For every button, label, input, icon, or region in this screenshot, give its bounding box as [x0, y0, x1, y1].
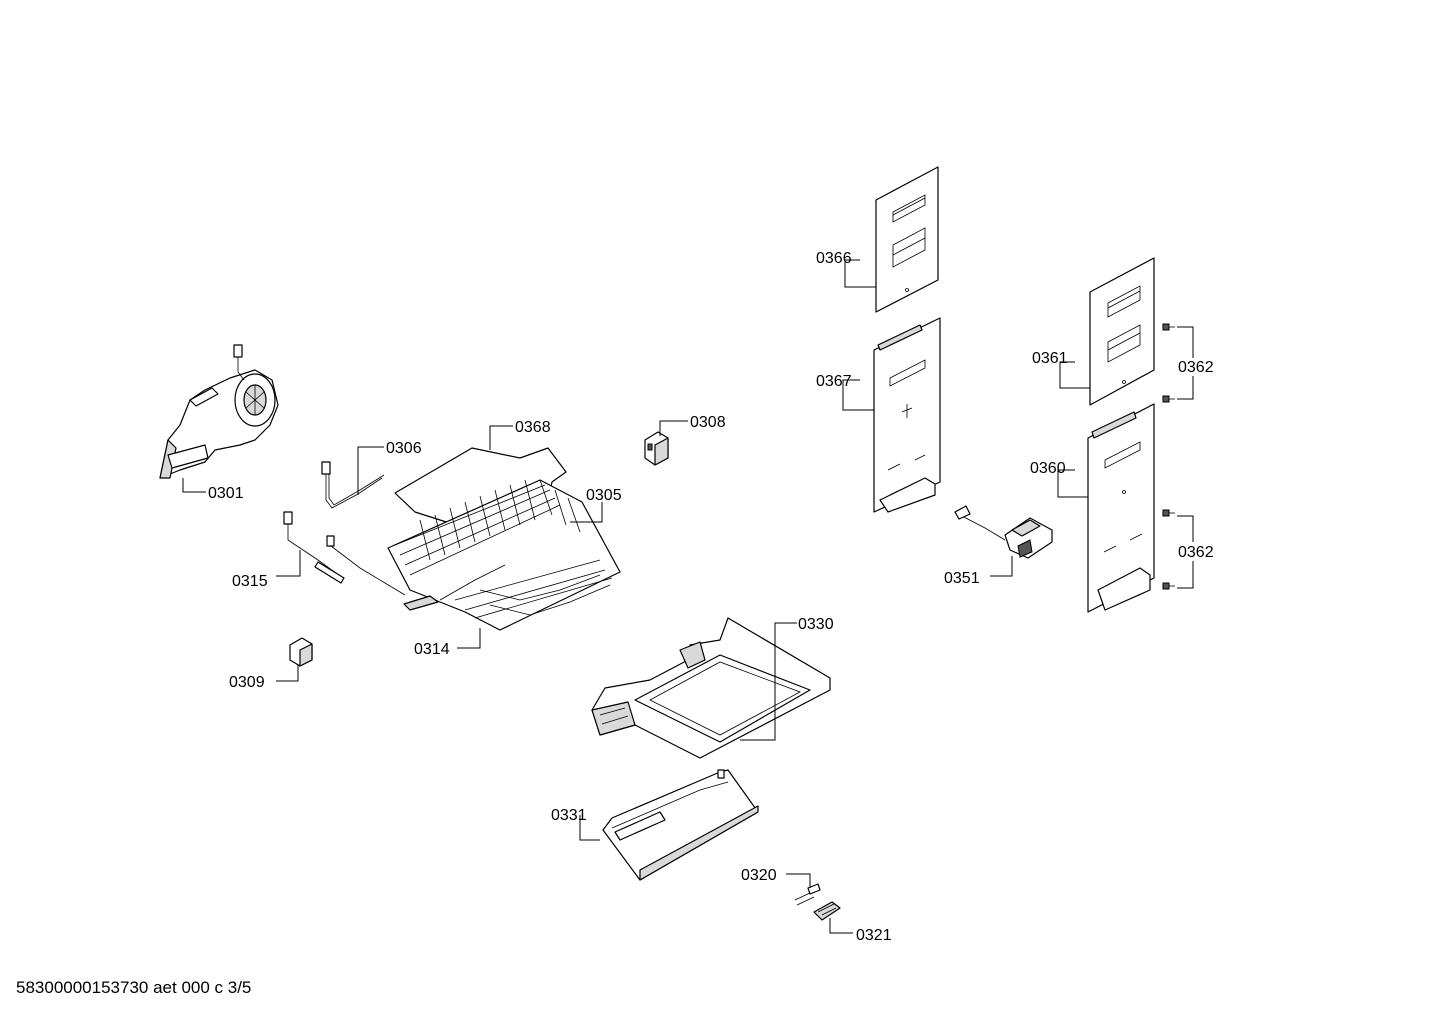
part-0308-connector: [644, 431, 669, 466]
label-0308: 0308: [690, 414, 726, 431]
part-0351-damper: [954, 505, 1053, 559]
label-0330: 0330: [798, 616, 834, 633]
label-0320: 0320: [741, 867, 777, 884]
label-0306: 0306: [386, 440, 422, 457]
label-0351: 0351: [944, 570, 980, 587]
part-0361-upper-panel: [1089, 257, 1155, 406]
part-0305-evaporator: [387, 479, 621, 631]
part-0321-cap: [813, 901, 841, 921]
screw-top-1: [1162, 323, 1175, 331]
label-0360: 0360: [1030, 460, 1066, 477]
screw-bottom-1: [1162, 509, 1175, 517]
label-0301: 0301: [208, 485, 244, 502]
part-0366-upper-panel: [875, 166, 939, 313]
label-0367: 0367: [816, 373, 852, 390]
screw-bottom-2: [1162, 582, 1175, 590]
label-0362-top: 0362: [1178, 359, 1214, 376]
part-0367-lower-panel: [873, 317, 941, 513]
part-0320-clip: [794, 883, 821, 906]
label-0331: 0331: [551, 807, 587, 824]
label-0305: 0305: [586, 487, 622, 504]
part-0362-screws: [1162, 323, 1175, 590]
document-id: 58300000153730 aet 000 c 3/5: [16, 978, 252, 997]
part-0331-drip-channel: [602, 769, 759, 881]
label-0321: 0321: [856, 927, 892, 944]
label-0314: 0314: [414, 641, 450, 658]
label-0309: 0309: [229, 674, 265, 691]
label-0361: 0361: [1032, 350, 1068, 367]
label-0368: 0368: [515, 419, 551, 436]
part-0306-sensor: [321, 461, 385, 509]
label-0315: 0315: [232, 573, 268, 590]
part-0330-tray: [591, 617, 831, 759]
label-0362-bottom: 0362: [1178, 544, 1214, 561]
part-0360-lower-panel: [1087, 403, 1155, 613]
screw-top-2: [1162, 395, 1175, 403]
label-0366: 0366: [816, 250, 852, 267]
part-0315-temperature-probe: [283, 511, 406, 596]
part-0309-connector: [289, 637, 313, 667]
part-0301-fan-housing: [159, 344, 279, 479]
